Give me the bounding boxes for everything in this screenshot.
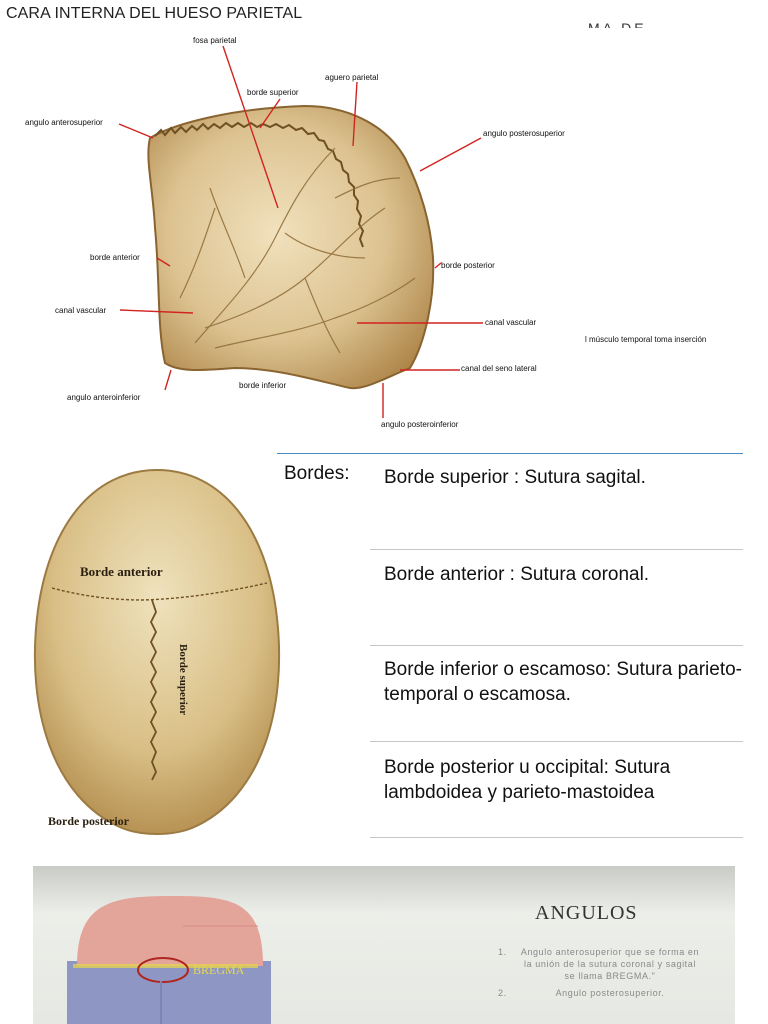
table-top-rule <box>277 453 743 454</box>
list-item-text: Angulo anterosuperior que se forma en la… <box>520 947 700 981</box>
label-borde-inferior: borde inferior <box>239 381 286 390</box>
label-skull-borde-posterior: Borde posterior <box>48 814 130 828</box>
serrated-edge <box>154 121 365 248</box>
row-divider <box>370 549 743 550</box>
label-borde-posterior: borde posterior <box>441 261 495 270</box>
skull-top-region <box>77 896 263 966</box>
label-skull-borde-anterior: Borde anterior <box>80 564 163 579</box>
skull-outline <box>33 468 281 835</box>
label-musculo-temporal: l músculo temporal toma inserción <box>585 335 706 344</box>
list-item: 2. Angulo posterosuperior. <box>498 987 713 999</box>
sagittal-suture <box>149 599 158 781</box>
row-divider <box>370 837 743 838</box>
angulos-title: ANGULOS <box>535 902 638 924</box>
coronal-suture <box>51 582 268 601</box>
bregma-circle <box>137 957 189 983</box>
row-divider <box>370 645 743 646</box>
label-borde-superior: borde superior <box>247 88 299 97</box>
label-canal-vascular-left: canal vascular <box>55 306 106 315</box>
label-fosa-parietal: fosa parietal <box>193 36 237 45</box>
angulos-list: 1. Angulo anterosuperior que se forma en … <box>498 946 713 999</box>
borde-row-superior: Borde superior : Sutura sagital. <box>384 467 646 488</box>
borde-row-inferior: Borde inferior o escamoso: Sutura pariet… <box>384 659 743 705</box>
figure1-labels: fosa parietal aguero parietal borde supe… <box>25 36 706 429</box>
borde-row-posterior: Borde posterior u occipital: Sutura lamb… <box>384 757 671 803</box>
bordes-heading: Bordes: <box>284 463 350 484</box>
angulos-slide: BREGMA <box>33 866 735 1024</box>
skull-lower-region <box>67 961 271 1024</box>
label-angulo-anterosuperior: angulo anterosuperior <box>25 118 103 127</box>
row-divider <box>370 741 743 742</box>
label-angulo-posterosuperior: angulo posterosuperior <box>483 129 565 138</box>
label-angulo-anteroinferior: angulo anteroinferior <box>67 393 141 402</box>
list-item-text: Angulo posterosuperior. <box>555 988 665 998</box>
page-title: CARA INTERNA DEL HUESO PARIETAL <box>6 5 303 22</box>
label-canal-seno-lateral: canal del seno lateral <box>461 364 537 373</box>
borde-row-anterior: Borde anterior : Sutura coronal. <box>384 564 650 585</box>
list-item-number: 1. <box>498 947 507 957</box>
label-aguero-parietal: aguero parietal <box>325 73 379 82</box>
label-borde-anterior: borde anterior <box>90 253 140 262</box>
label-canal-vascular-right: canal vascular <box>485 318 536 327</box>
skull-top-view-figure: Borde anterior Borde superior Borde post… <box>33 468 281 835</box>
vascular-grooves <box>179 147 416 354</box>
bregma-label: BREGMA <box>193 963 245 977</box>
list-item-number: 2. <box>498 988 507 998</box>
leader-lines <box>118 45 483 418</box>
label-skull-borde-superior: Borde superior <box>177 644 189 715</box>
parietal-bone-figure: fosa parietal aguero parietal borde supe… <box>5 28 725 433</box>
list-item: 1. Angulo anterosuperior que se forma en … <box>498 946 713 982</box>
label-angulo-posteroinferior: angulo posteroinferior <box>381 420 459 429</box>
parietal-bone-shape <box>147 104 435 390</box>
